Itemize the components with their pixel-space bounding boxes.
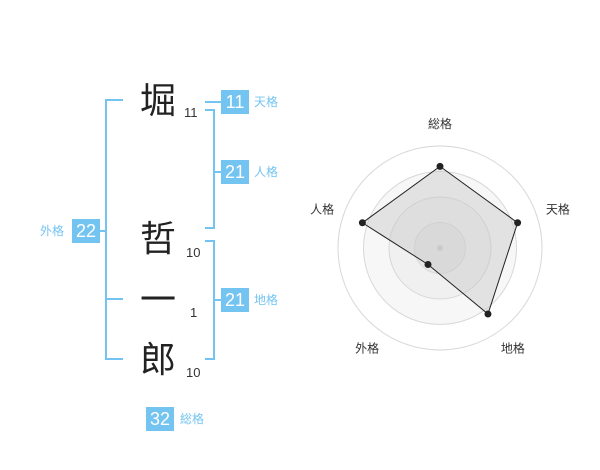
jinkaku-bracket (213, 109, 215, 229)
tenkaku-label: 天格 (254, 95, 279, 109)
gaikaku-bracket-top (105, 99, 123, 101)
tenkaku-badge: 11 (221, 90, 249, 114)
name-char-4: 郎 (140, 340, 177, 381)
chikaku-connector (213, 299, 221, 301)
name-char-3: 一 (140, 280, 177, 321)
radar-axis-label: 地格 (501, 340, 525, 355)
stroke-count-4: 10 (186, 365, 201, 380)
chikaku-badge: 21 (221, 288, 249, 312)
gaikaku-badge: 22 (72, 219, 100, 243)
radar-polygon (361, 165, 519, 315)
radar-axis-label: 総格 (428, 116, 452, 131)
chikaku-bracket-top (205, 240, 215, 242)
tenkaku-connector (205, 101, 221, 103)
gaikaku-connector (98, 230, 106, 232)
chikaku-label: 地格 (254, 293, 279, 307)
radar-axis-label: 人格 (310, 202, 334, 217)
name-char-1: 堀 (140, 81, 177, 122)
chikaku-bracket-bottom (205, 358, 215, 360)
radar-center-dot (437, 245, 443, 251)
radar-point (514, 219, 522, 227)
radar-point (436, 162, 444, 170)
radar-axis-label: 外格 (355, 340, 379, 355)
radar-area (361, 165, 519, 315)
gaikaku-label: 外格 (40, 224, 65, 238)
radar-points (358, 162, 522, 318)
radar-point (424, 261, 432, 269)
soukaku-badge: 32 (146, 407, 174, 431)
radar-grid (337, 145, 543, 351)
jinkaku-bracket-bottom (205, 227, 215, 229)
jinkaku-badge: 21 (221, 160, 249, 184)
name-char-2: 哲 (140, 219, 177, 260)
gaikaku-bracket (105, 99, 107, 360)
radar-point (358, 219, 366, 227)
stroke-count-3: 1 (190, 305, 198, 320)
radar-point (484, 310, 492, 318)
gaikaku-bracket-mid (105, 298, 123, 300)
stroke-count-1: 11 (184, 105, 198, 120)
jinkaku-bracket-top (205, 109, 215, 111)
jinkaku-connector (213, 171, 221, 173)
jinkaku-label: 人格 (254, 165, 279, 179)
stroke-count-2: 10 (186, 245, 201, 260)
gaikaku-bracket-bottom (105, 358, 123, 360)
radar-axis-label: 天格 (546, 202, 570, 217)
soukaku-label: 総格 (180, 412, 205, 426)
